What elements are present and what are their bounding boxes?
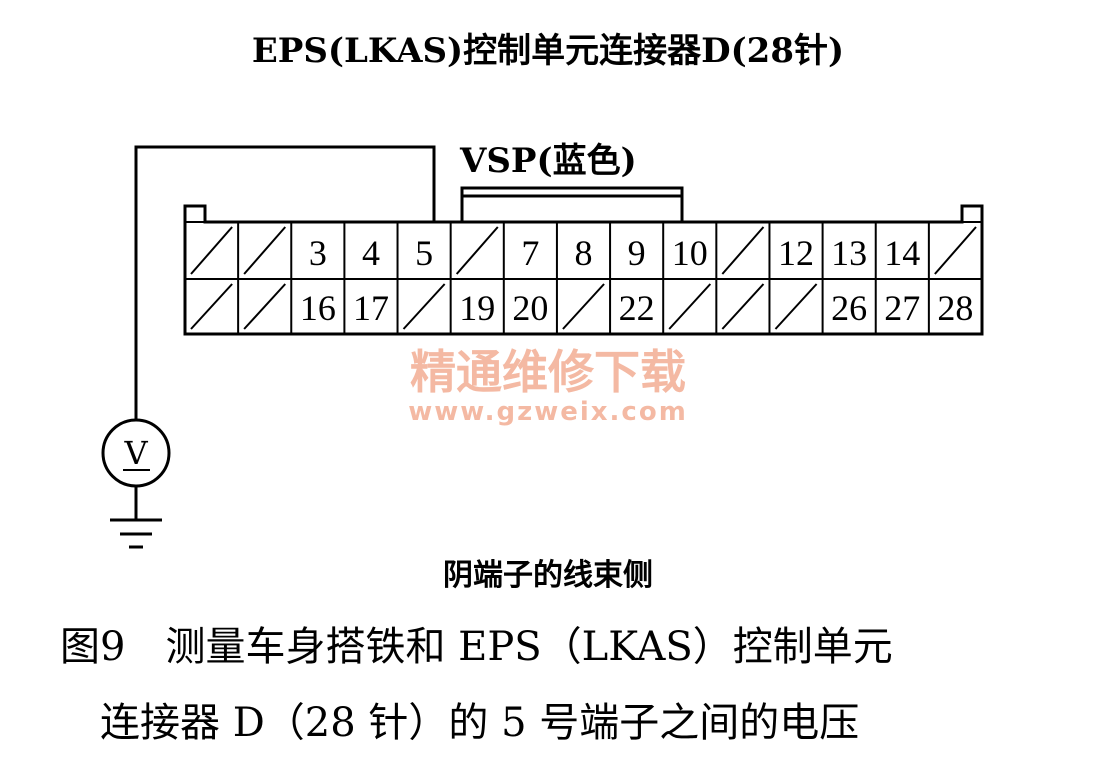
voltmeter-icon: V xyxy=(101,418,171,488)
harness-side-label: 阴端子的线束侧 xyxy=(443,558,653,593)
empty-terminal-slash xyxy=(562,283,605,330)
terminal-27: 27 xyxy=(884,288,920,328)
terminal-22: 22 xyxy=(619,288,655,328)
empty-terminal-slash xyxy=(774,283,818,330)
caption-line-1: 图9 测量车身搭铁和 EPS（LKAS）控制单元 xyxy=(60,624,893,670)
terminal-12: 12 xyxy=(778,233,814,273)
terminal-10: 10 xyxy=(672,233,708,273)
ground-icon xyxy=(110,518,162,549)
terminal-28: 28 xyxy=(937,288,973,328)
terminal-17: 17 xyxy=(353,288,389,328)
empty-terminal-slash xyxy=(721,226,765,275)
empty-terminal-slash xyxy=(243,283,287,330)
empty-terminal-slash xyxy=(455,226,499,275)
terminal-19: 19 xyxy=(459,288,495,328)
terminal-14: 14 xyxy=(884,233,920,273)
empty-terminal-slash xyxy=(190,283,233,330)
watermark-url: www.gzweix.com xyxy=(408,397,688,427)
terminal-3: 3 xyxy=(309,233,327,273)
terminal-20: 20 xyxy=(512,288,548,328)
watermark-text: 精通维修下载 xyxy=(410,345,686,399)
connector-row-2: 16 17 19 20 22 26 27 28 xyxy=(190,279,973,334)
terminal-16: 16 xyxy=(300,288,336,328)
terminal-9: 9 xyxy=(628,233,646,273)
terminal-4: 4 xyxy=(362,233,380,273)
empty-terminal-slash xyxy=(190,226,233,275)
terminal-5: 5 xyxy=(415,233,433,273)
caption-line-2: 连接器 D（28 针）的 5 号端子之间的电压 xyxy=(100,700,859,746)
probe-wire xyxy=(134,145,436,420)
terminal-13: 13 xyxy=(831,233,867,273)
vsp-label: VSP(蓝色) xyxy=(459,141,637,181)
empty-terminal-slash xyxy=(243,226,287,275)
empty-terminal-slash xyxy=(402,283,446,330)
empty-terminal-slash xyxy=(668,283,712,330)
terminal-26: 26 xyxy=(831,288,867,328)
connector-key-tab xyxy=(460,186,684,222)
voltmeter-symbol: V xyxy=(123,434,148,472)
terminal-7: 7 xyxy=(521,233,539,273)
empty-terminal-slash xyxy=(934,226,977,275)
diagram-title: EPS(LKAS)控制单元连接器D(28针) xyxy=(252,31,844,71)
empty-terminal-slash xyxy=(721,283,765,330)
terminal-8: 8 xyxy=(575,233,593,273)
